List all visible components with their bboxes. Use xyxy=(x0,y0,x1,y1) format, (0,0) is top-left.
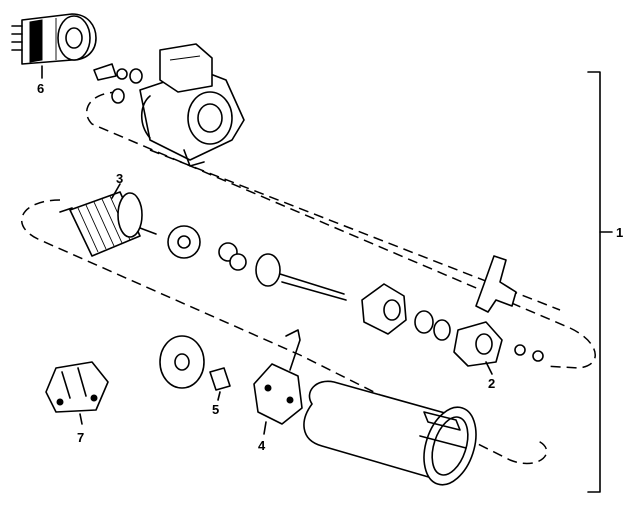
brush-end-plate xyxy=(159,335,205,389)
callout-4-leader xyxy=(263,421,267,435)
field-frame-housing xyxy=(303,380,477,486)
plunger-parts xyxy=(93,63,143,104)
callout-3-armature: 3 xyxy=(116,171,123,186)
callout-2-drive: 2 xyxy=(488,376,495,391)
callout-2-leader xyxy=(485,361,493,375)
drive-end-housing xyxy=(139,43,245,167)
exploded-view-envelopes xyxy=(21,91,596,465)
brush-holder xyxy=(253,329,303,425)
callout-5-leader xyxy=(217,391,221,401)
solenoid xyxy=(11,13,97,65)
callout-7-relay: 7 xyxy=(77,430,84,445)
bushing xyxy=(209,367,231,391)
callout-5-bushing: 5 xyxy=(212,402,219,417)
drive-end-plate xyxy=(361,283,451,341)
callout-1-starter-assembly: 1 xyxy=(616,225,623,240)
callout-7-leader xyxy=(79,413,83,425)
starter-drive xyxy=(453,321,544,367)
callout-6-solenoid: 6 xyxy=(37,81,44,96)
callout-3-leader xyxy=(111,183,121,199)
planetary-gear-set xyxy=(167,225,347,301)
callout-4-brush-holder: 4 xyxy=(258,438,266,453)
armature xyxy=(59,191,157,257)
relay xyxy=(45,361,109,413)
assembly-bracket xyxy=(587,71,613,493)
shift-fork xyxy=(475,255,517,313)
